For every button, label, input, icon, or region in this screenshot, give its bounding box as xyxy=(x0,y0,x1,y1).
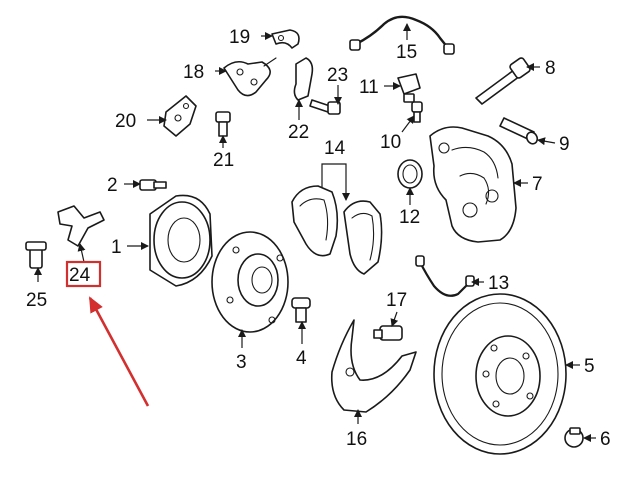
callout-20: 20 xyxy=(115,111,136,132)
part-9-guide-pin xyxy=(499,117,539,145)
callout-17: 17 xyxy=(386,290,407,311)
callout-18: 18 xyxy=(183,62,204,83)
part-5-brake-disc xyxy=(433,293,567,455)
callout-23: 23 xyxy=(327,65,348,86)
callout-24[interactable]: 24 xyxy=(69,265,91,286)
part-25-bolt xyxy=(25,241,47,269)
part-14-brake-pads xyxy=(291,185,383,275)
callout-25: 25 xyxy=(26,290,47,311)
callout-5: 5 xyxy=(584,356,595,377)
callout-10: 10 xyxy=(380,132,401,153)
part-1-wheel-bearing xyxy=(149,194,213,287)
callout-3: 3 xyxy=(236,352,247,373)
callout-16: 16 xyxy=(346,429,367,450)
callout-1: 1 xyxy=(111,237,122,258)
callout-2: 2 xyxy=(107,175,118,196)
highlight-box xyxy=(65,260,102,288)
part-12-seal xyxy=(397,159,423,189)
part-22-bracket xyxy=(293,57,314,101)
callout-15: 15 xyxy=(396,42,417,63)
callout-21: 21 xyxy=(213,150,234,171)
part-8-caliper-bolt xyxy=(475,57,531,105)
part-17-bolt xyxy=(373,325,403,341)
part-23-bleeder xyxy=(309,99,341,115)
part-18-sensor-clip xyxy=(223,57,277,97)
part-19-bracket xyxy=(271,29,300,49)
leader-lines xyxy=(34,23,596,442)
callout-8: 8 xyxy=(545,58,556,79)
part-11-fitting xyxy=(397,73,421,103)
callout-14: 14 xyxy=(324,138,346,159)
part-3-wheel-hub xyxy=(211,231,289,333)
part-15-brake-hose xyxy=(349,15,455,55)
part-13-wear-sensor xyxy=(415,255,475,297)
part-10-bolt xyxy=(411,101,423,123)
part-6-screw xyxy=(564,427,584,448)
callout-11: 11 xyxy=(359,77,379,98)
callout-13: 13 xyxy=(488,273,509,294)
part-4-bolt xyxy=(291,297,311,323)
part-2-stud xyxy=(139,179,167,191)
part-21-bolt xyxy=(215,111,231,137)
part-16-dust-shield xyxy=(330,319,417,413)
callout-9: 9 xyxy=(559,134,570,155)
callout-6: 6 xyxy=(600,429,611,450)
callout-12: 12 xyxy=(399,207,420,228)
callout-19: 19 xyxy=(229,27,250,48)
part-24-speed-sensor xyxy=(57,205,105,247)
callout-22: 22 xyxy=(288,122,309,143)
callout-labels: 19 18 20 21 22 23 15 11 10 8 9 7 14 12 2… xyxy=(26,27,611,450)
part-7-caliper xyxy=(429,126,517,243)
callout-4: 4 xyxy=(296,348,307,369)
part-20-bracket-plate xyxy=(163,95,197,137)
callout-7: 7 xyxy=(532,174,543,195)
highlight-arrow xyxy=(88,296,150,407)
